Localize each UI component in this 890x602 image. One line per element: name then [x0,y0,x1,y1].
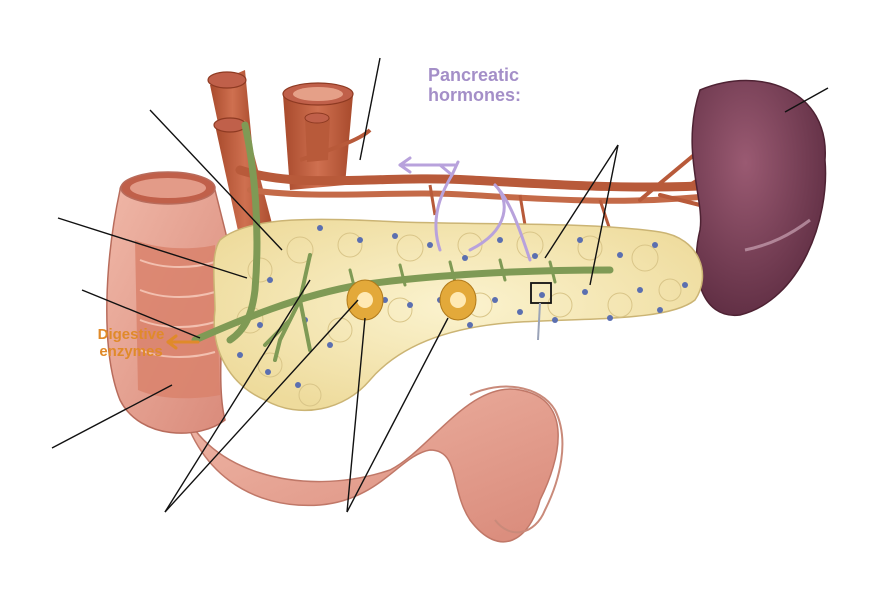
pancreatic-hormones-line1: Pancreatic [428,65,520,85]
duodenum [106,171,231,434]
leader-line [164,279,311,513]
pancreas [191,121,704,412]
digestive-enzymes-label: Digestive enzymes [91,326,171,360]
digestive-enzymes-line1: Digestive [97,326,165,343]
pancreatic-hormones-label: Pancreatic hormones: [428,65,568,106]
leader-line [359,57,381,161]
pancreatic-hormones-line2: hormones: [428,84,522,105]
enzyme-arrow [166,334,200,350]
leader-line [784,87,829,113]
leader-line [51,384,173,449]
islets-of-langerhans [237,225,688,388]
digestive-enzymes-line2: enzymes [99,342,163,360]
leader-line [346,317,366,513]
leader-line [149,109,283,251]
leader-line [346,317,449,513]
leader-lines [51,57,829,513]
intestine [179,385,564,543]
blood-vessels [207,70,732,242]
leader-line [589,144,619,286]
leader-line [57,217,248,279]
zoom-box [530,282,552,304]
leader-line [81,289,201,339]
spleen [691,79,827,316]
hormone-arrows [398,156,532,262]
leader-line [164,299,359,513]
leader-line [544,144,619,259]
